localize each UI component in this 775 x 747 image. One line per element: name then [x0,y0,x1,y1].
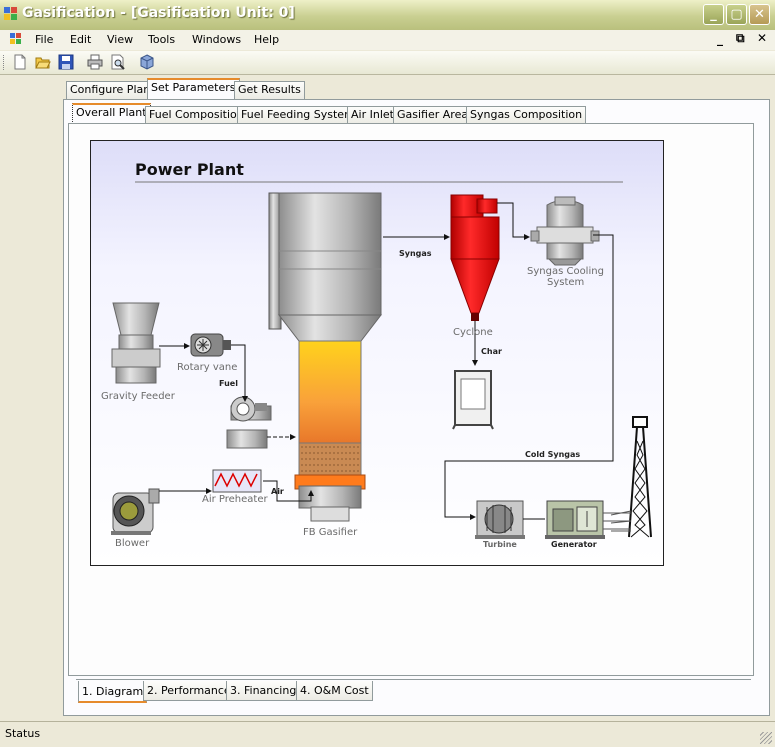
syngas-cooling-icon [530,196,600,266]
tab-performance[interactable]: 2. Performance [143,681,235,701]
tab-fuel-feeding-system[interactable]: Fuel Feeding System [237,106,359,124]
tab-air-inlet[interactable]: Air Inlet [347,106,398,124]
menu-view[interactable]: View [107,33,134,46]
tab-om-cost[interactable]: 4. O&M Cost [296,681,373,701]
label-turbine: Turbine [483,540,517,549]
menu-windows[interactable]: Windows [192,33,242,46]
tab-diagram[interactable]: 1. Diagram [78,681,148,703]
menu-file[interactable]: File [35,33,54,46]
cube-icon[interactable] [139,54,155,70]
label-air: Air [271,487,284,496]
diagram-title: Power Plant [135,160,244,179]
tab-overall-plant[interactable]: Overall Plant [72,103,151,124]
label-syngas-cooling: Syngas Cooling [527,266,604,277]
menu-edit[interactable]: Edit [70,33,92,46]
fb-gasifier-icon [268,192,383,522]
char-bin-icon [452,370,494,430]
tab-get-results[interactable]: Get Results [234,81,305,99]
print-preview-icon[interactable] [110,54,126,70]
air-preheater-icon [212,469,262,493]
generator-icon [545,500,605,539]
tab-financing[interactable]: 3. Financing [226,681,301,701]
label-cold-syngas: Cold Syngas [525,450,581,459]
menu-bar: File Edit View Tools Windows Help _ ⧉ ✕ [0,30,775,50]
tab-fuel-composition[interactable]: Fuel Composition [145,106,248,124]
label-char: Char [481,347,502,356]
gravity-feeder-icon [111,302,161,384]
window-title: Gasification - [Gasification Unit: 0] [22,5,295,21]
menu-tools[interactable]: Tools [148,33,176,46]
toolbar [0,51,775,75]
mdi-child-icon[interactable] [10,33,23,46]
tab-configure-plant[interactable]: Configure Plant [66,81,159,99]
tab-set-parameters[interactable]: Set Parameters [147,78,240,99]
label-air-preheater: Air Preheater [202,494,268,505]
blower-icon [111,488,160,535]
screw-feeder-icon [226,396,272,449]
title-bar: Gasification - [Gasification Unit: 0] _ … [0,0,775,31]
status-text: Status [5,727,41,740]
label-generator: Generator [551,540,597,549]
label-syngas: Syngas [399,249,432,258]
label-blower: Blower [115,538,150,549]
label-gravity-feeder: Gravity Feeder [101,391,175,402]
cyclone-icon [450,194,500,321]
diagram-graphics [111,181,652,539]
mdi-minimize-icon[interactable]: _ [717,32,723,46]
power-plant-diagram: Power Plant Gravity Feeder Rotary vane F… [90,140,664,566]
label-fb-gasifier: FB Gasifier [303,527,358,538]
tab-syngas-composition[interactable]: Syngas Composition [466,106,587,124]
rotary-vane-icon [190,333,231,357]
menu-help[interactable]: Help [254,33,280,46]
bottom-tab-strip [76,679,751,680]
turbine-icon [475,500,525,539]
close-button[interactable]: ✕ [749,4,770,25]
tab-gasifier-area[interactable]: Gasifier Area [393,106,473,124]
open-folder-icon[interactable] [35,54,51,70]
save-icon[interactable] [58,54,74,70]
label-rotary-vane: Rotary vane [177,362,238,373]
label-fuel: Fuel [219,379,238,388]
status-bar: Status [0,721,775,747]
label-cyclone: Cyclone [453,327,493,338]
transmission-tower-icon [610,416,652,538]
label-syngas-cooling-system: System [547,277,585,288]
mdi-restore-icon[interactable]: ⧉ [736,31,745,45]
app-icon [4,7,18,21]
resize-grip-icon[interactable] [760,732,772,744]
mdi-close-icon[interactable]: ✕ [757,31,768,45]
maximize-button[interactable]: ▢ [726,4,747,25]
left-panel [0,75,62,720]
new-file-icon[interactable] [12,54,28,70]
toolbar-grip[interactable] [3,55,7,70]
print-icon[interactable] [87,54,103,70]
minimize-button[interactable]: _ [703,4,724,25]
